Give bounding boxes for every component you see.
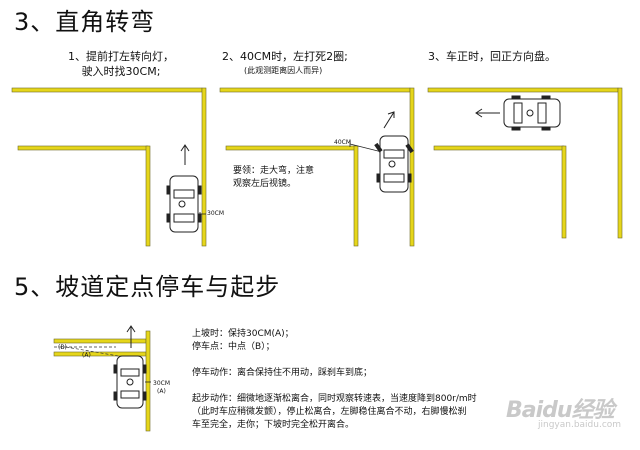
- step-2-text: 2、40CM时，左打死2圈; (此观测距离因人而异): [222, 49, 348, 76]
- step-2-tip-line-2: 观察左后视镜。: [233, 179, 297, 189]
- car-top-view-2: [374, 135, 414, 193]
- instruction-uphill: 上坡时：保持30CM(A)；: [192, 329, 294, 339]
- slope-instructions: 上坡时：保持30CM(A)； 停车点：中点（B）； 停车动作：离合保持住不用动，…: [192, 328, 477, 432]
- section-5-title: 5、坡道定点停车与起步: [14, 273, 281, 301]
- step-2-line-1: 2、40CM时，左打死2圈;: [222, 50, 348, 63]
- watermark-brand: Baidu经验: [506, 398, 615, 423]
- step-2-tip: 要领：走大弯，注意 观察左后视镜。: [233, 165, 314, 191]
- step-2-note: (此观测距离因人而异): [244, 66, 323, 75]
- step-1-line-1: 1、提前打左转向灯，: [68, 50, 174, 63]
- left-arrow-3-icon: [475, 108, 500, 118]
- instruction-start-1: 起步动作：细微地逐渐松离合，同时观察转速表，当速度降到800r/m时: [192, 394, 477, 404]
- instruction-stop-action: 停车动作：离合保持住不用动，踩刹车到底；: [192, 368, 373, 378]
- step-1-line-2: 驶入时找30CM;: [81, 65, 161, 78]
- dim-label-40cm: 40CM: [334, 139, 352, 146]
- car-top-view-slope: [113, 355, 147, 409]
- step-3-text: 3、车正时，回正方向盘。: [428, 50, 556, 63]
- step-2-tip-line-1: 要领：走大弯，注意: [233, 166, 315, 176]
- turn-arrow-2-icon: [383, 111, 395, 129]
- slope-guide-lines: [54, 346, 131, 359]
- road-lines-3: [427, 87, 623, 239]
- slope-road-lines: [53, 330, 151, 432]
- dim-label-30cm: 30CM: [207, 210, 225, 217]
- slope-dim-line-2: (A): [157, 388, 166, 395]
- watermark-url: jingyan.baidu.com: [538, 420, 622, 430]
- car-top-view-3: [503, 95, 561, 131]
- slope-dim-label: 30CM (A): [153, 380, 170, 396]
- road-lines-1: [11, 87, 207, 247]
- slope-dim-line-1: 30CM: [153, 380, 171, 387]
- forward-arrow-1-icon: [180, 144, 190, 165]
- instruction-start-3: 车至完全，走你；下坡时完全松开离合。: [192, 420, 355, 430]
- slope-forward-arrow-icon: [126, 325, 136, 348]
- section-3-title: 3、直角转弯: [14, 8, 156, 36]
- dim-marker-30cm: [199, 212, 206, 216]
- road-lines-2: [219, 87, 415, 247]
- marker-a-label: (A): [82, 352, 91, 359]
- car-top-view-1: [166, 175, 202, 233]
- marker-b-label: (B): [58, 344, 67, 351]
- dim-marker-40cm: [349, 141, 383, 153]
- instruction-start-2: （此时车应稍微发颤），停止松离合，左脚稳住离合不动，右脚慢松刹: [192, 407, 467, 417]
- instruction-stop-point: 停车点：中点（B）；: [192, 342, 275, 352]
- step-1-text: 1、提前打左转向灯， 驶入时找30CM;: [36, 49, 206, 79]
